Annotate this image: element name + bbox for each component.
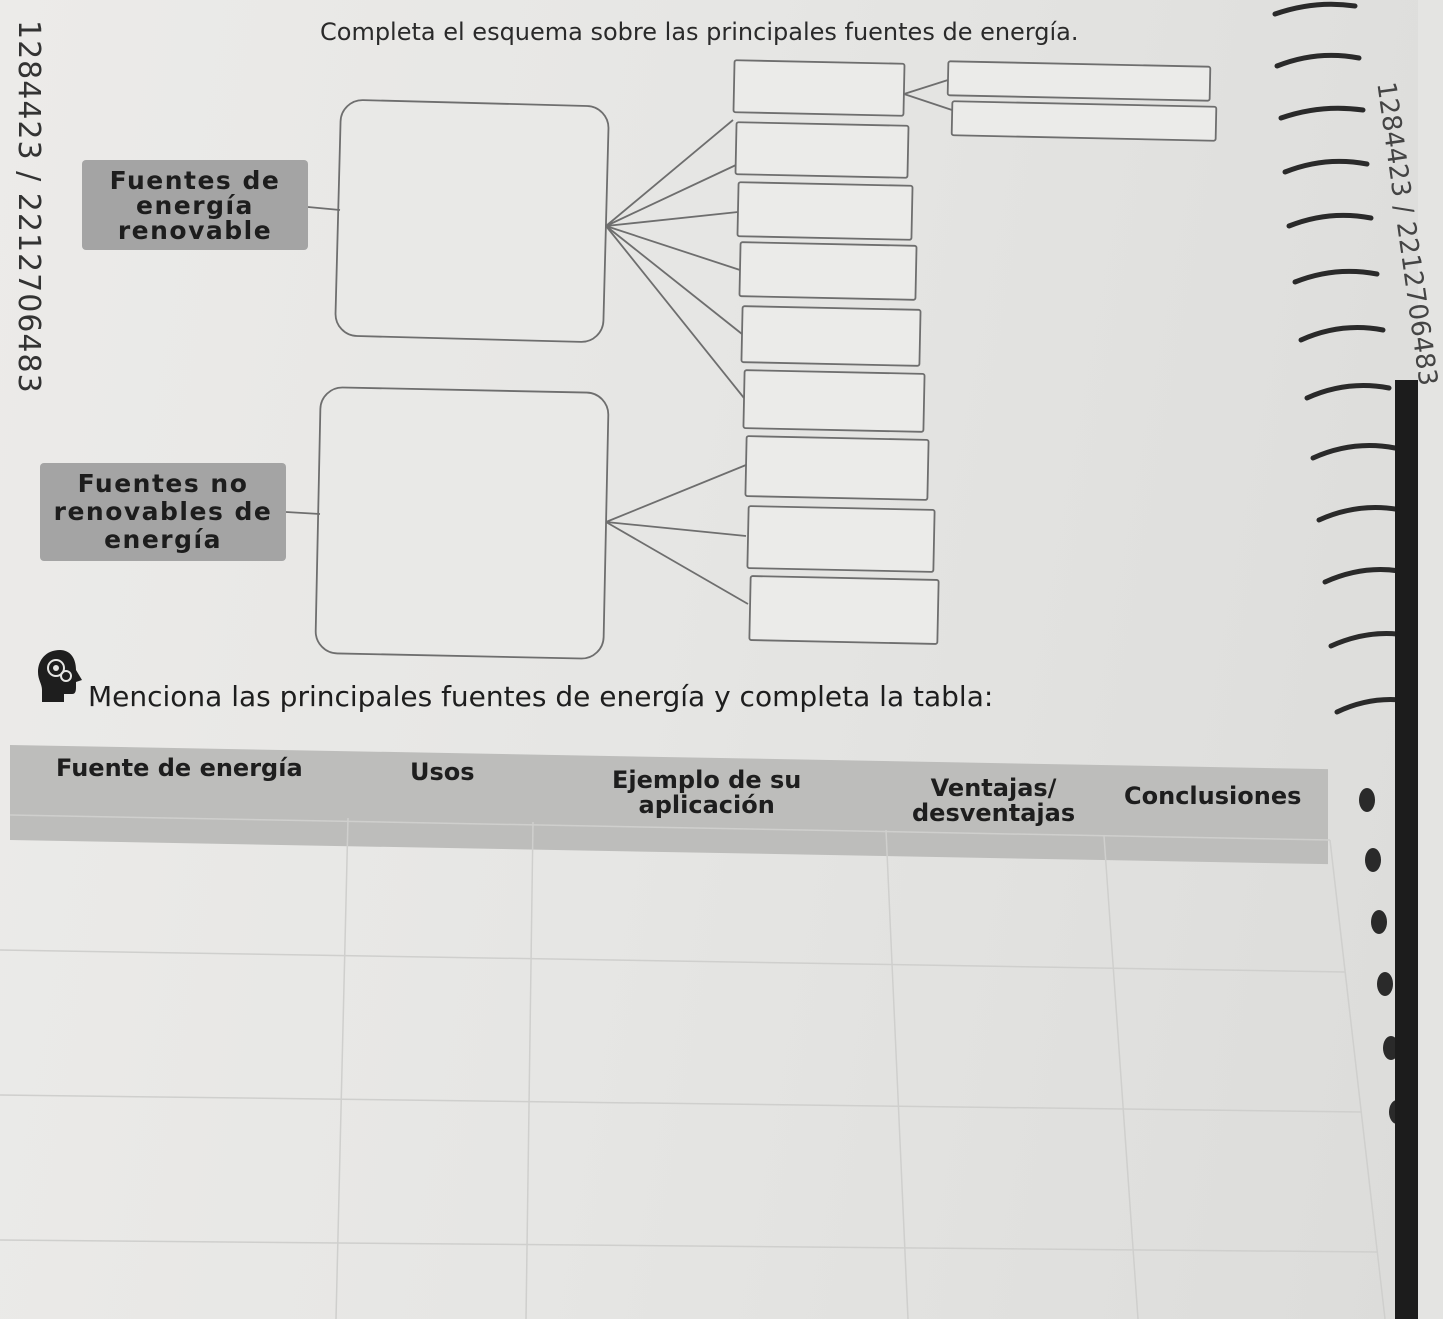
- binding-hole: [1365, 848, 1381, 872]
- answer-box-2: [734, 121, 910, 179]
- header-text: Ejemplo de su: [612, 766, 802, 794]
- answer-box-4: [738, 241, 918, 301]
- header-text: Fuente de energía: [56, 754, 303, 782]
- answer-box-6: [742, 369, 926, 433]
- header-pros-cons: Ventajas/desventajas: [912, 776, 1075, 826]
- binding-hole: [1359, 788, 1375, 812]
- header-conclusions: Conclusiones: [1124, 784, 1301, 809]
- sub-answer-box-1: [946, 60, 1212, 102]
- renewable-label-line-1: Fuentes de: [109, 165, 281, 195]
- header-text: aplicación: [638, 791, 775, 819]
- renewable-label-line-3: renovable: [117, 215, 273, 245]
- header-text: desventajas: [912, 799, 1076, 827]
- spiral-binding: [1272, 1, 1418, 1319]
- answer-box-8: [746, 505, 936, 573]
- header-energy-source: Fuente de energía: [56, 756, 303, 781]
- header-text: Conclusiones: [1124, 782, 1302, 810]
- nonrenewable-label-line-2: renovables de: [53, 497, 273, 526]
- answer-box-7: [744, 435, 930, 501]
- header-text: Ventajas/: [930, 774, 1057, 802]
- binding-hole: [1371, 910, 1387, 934]
- answer-box-3: [736, 181, 914, 241]
- answer-box-9: [748, 575, 940, 645]
- nonrenewable-label-line-3: energía: [104, 525, 222, 554]
- nonrenewable-sources-label: Fuentes no renovables de energía: [40, 463, 286, 561]
- head-gears-icon: [38, 650, 82, 702]
- table-instruction: Menciona las principales fuentes de ener…: [88, 680, 994, 713]
- header-text: Usos: [410, 758, 475, 786]
- concept-diagram: [285, 59, 1218, 660]
- renewable-label-line-2: energía: [136, 190, 254, 220]
- sub-answer-box-2: [950, 100, 1218, 142]
- diagram-instruction: Completa el esquema sobre las principale…: [320, 18, 1079, 46]
- renewable-container-box: [334, 99, 610, 343]
- nonrenewable-label-line-1: Fuentes no: [77, 469, 249, 498]
- header-uses: Usos: [410, 760, 475, 785]
- renewable-sources-label: Fuentes de energía renovable: [82, 160, 308, 250]
- nonrenewable-container-box: [314, 386, 610, 660]
- answer-box-1: [732, 59, 906, 117]
- binding-hole: [1377, 972, 1393, 996]
- answer-box-5: [740, 305, 922, 367]
